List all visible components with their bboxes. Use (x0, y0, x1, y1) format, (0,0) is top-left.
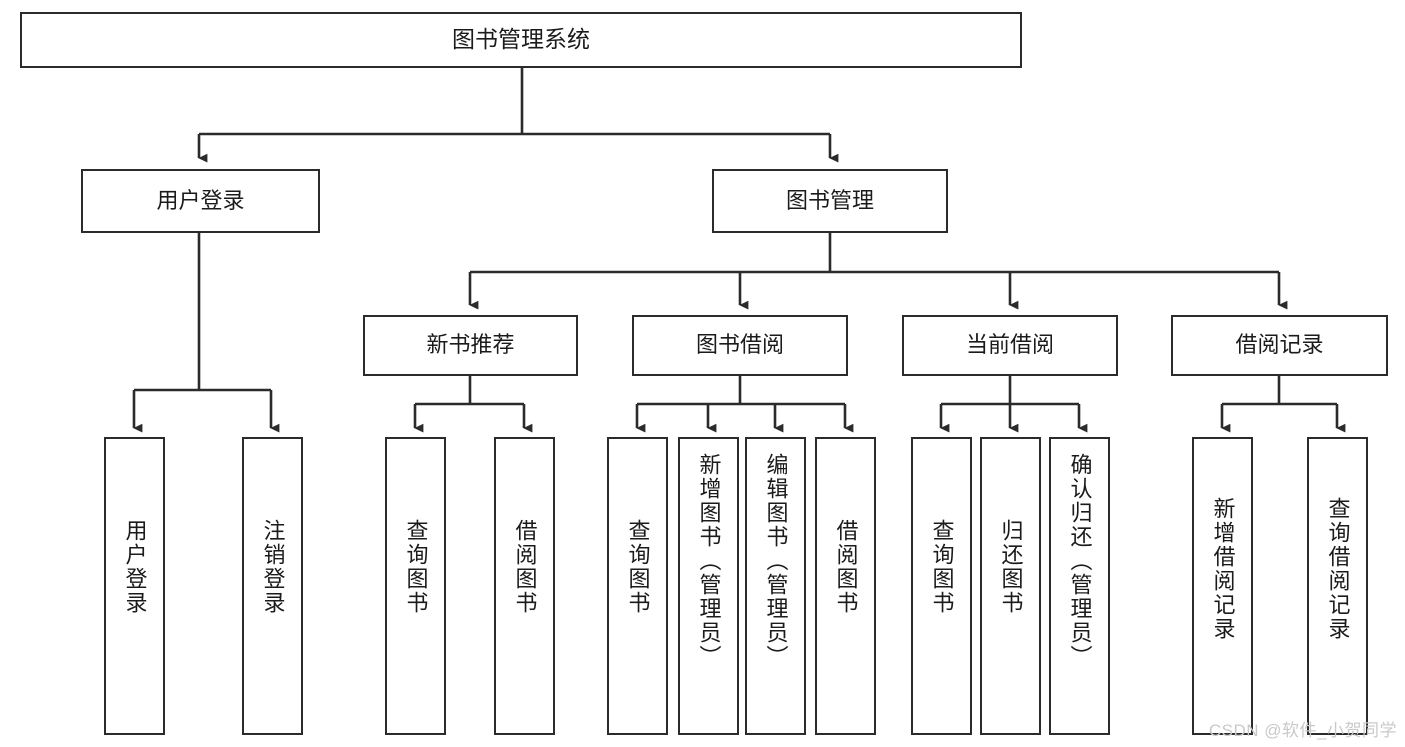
edge-book-manage-to-level3 (468, 233, 1288, 310)
node-book-borrow[interactable]: 图书借阅 (632, 315, 848, 376)
edge-current-borrow-to-leaves (939, 376, 1088, 433)
node-label: 查询图书 (929, 519, 955, 615)
leaf-confirm-return-admin[interactable]: 确认归还（管理员） (1049, 437, 1110, 735)
node-label: 图书管理系统 (452, 26, 590, 53)
leaf-borrow-book[interactable]: 借阅图书 (815, 437, 876, 735)
edge-user-login-to-leaves (132, 233, 280, 433)
leaf-query-book-borrow[interactable]: 查询图书 (607, 437, 668, 735)
leaf-logout[interactable]: 注销登录 (242, 437, 303, 735)
edge-root-to-level2 (197, 68, 839, 163)
node-root-system[interactable]: 图书管理系统 (20, 12, 1022, 68)
node-new-book-recommend[interactable]: 新书推荐 (363, 315, 578, 376)
node-label: 用户登录 (122, 519, 148, 615)
edge-book-borrow-to-leaves (635, 376, 854, 433)
node-label: 借阅记录 (1235, 332, 1324, 358)
leaf-add-book-admin[interactable]: 新增图书（管理员） (678, 437, 739, 735)
leaf-return-book[interactable]: 归还图书 (980, 437, 1041, 735)
node-current-borrow[interactable]: 当前借阅 (902, 315, 1118, 376)
node-label: 借阅图书 (512, 519, 538, 615)
leaf-query-book-current[interactable]: 查询图书 (911, 437, 972, 735)
edge-borrow-record-to-leaves (1220, 376, 1346, 433)
node-user-login[interactable]: 用户登录 (81, 169, 320, 233)
node-borrow-record[interactable]: 借阅记录 (1171, 315, 1388, 376)
node-label: 注销登录 (260, 519, 286, 615)
node-book-manage[interactable]: 图书管理 (712, 169, 948, 233)
edge-new-book-to-leaves (413, 376, 533, 433)
node-label: 查询图书 (403, 519, 429, 615)
node-label: 新书推荐 (426, 332, 515, 358)
node-label: 确认归还（管理员） (1067, 453, 1093, 669)
node-label: 编辑图书（管理员） (763, 453, 789, 669)
leaf-query-borrow-record[interactable]: 查询借阅记录 (1307, 437, 1368, 735)
node-label: 新增图书（管理员） (696, 453, 722, 669)
node-label: 用户登录 (156, 187, 245, 213)
leaf-borrow-book-recommend[interactable]: 借阅图书 (494, 437, 555, 735)
leaf-add-borrow-record[interactable]: 新增借阅记录 (1192, 437, 1253, 735)
leaf-edit-book-admin[interactable]: 编辑图书（管理员） (745, 437, 806, 735)
node-label: 查询图书 (625, 519, 651, 615)
node-label: 当前借阅 (965, 332, 1054, 358)
node-label: 查询借阅记录 (1325, 497, 1351, 641)
node-label: 借阅图书 (833, 519, 859, 615)
node-label: 图书管理 (785, 187, 874, 213)
node-label: 归还图书 (998, 519, 1024, 615)
node-label: 新增借阅记录 (1210, 497, 1236, 641)
node-label: 图书借阅 (695, 332, 784, 358)
leaf-user-login[interactable]: 用户登录 (104, 437, 165, 735)
leaf-query-book-recommend[interactable]: 查询图书 (385, 437, 446, 735)
